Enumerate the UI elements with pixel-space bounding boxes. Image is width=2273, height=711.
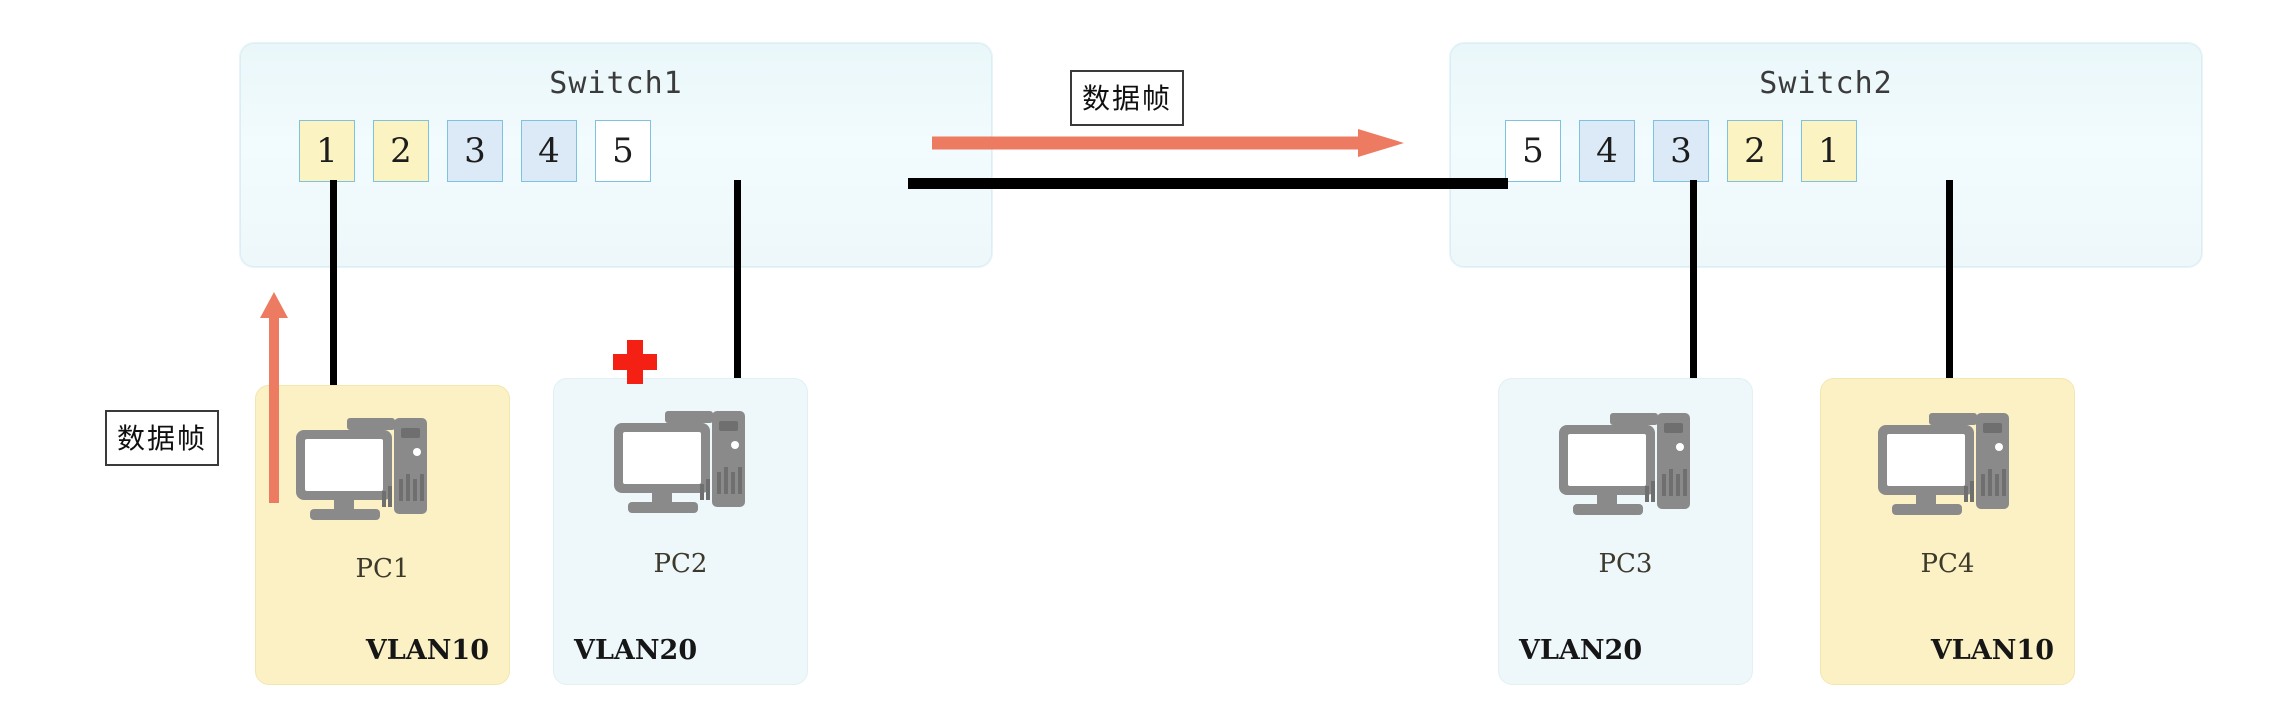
port-switch2-1[interactable]: 1 bbox=[1801, 120, 1857, 182]
port-switch1-3[interactable]: 3 bbox=[447, 120, 503, 182]
blocked-cross-icon bbox=[613, 340, 657, 384]
port-switch1-1[interactable]: 1 bbox=[299, 120, 355, 182]
switch-box-switch2[interactable]: Switch2 5 4 3 2 1 bbox=[1450, 43, 2202, 267]
switch-title-switch1: Switch1 bbox=[549, 66, 683, 101]
host-box-pc2[interactable]: PC2 VLAN20 bbox=[553, 378, 808, 685]
host-box-pc3[interactable]: PC3 VLAN20 bbox=[1498, 378, 1753, 685]
host-box-pc4[interactable]: PC4 VLAN10 bbox=[1820, 378, 2075, 685]
computer-icon-pc2 bbox=[614, 411, 745, 513]
computer-icon-pc4 bbox=[1878, 413, 2009, 515]
port-switch1-5[interactable]: 5 bbox=[595, 120, 651, 182]
port-switch2-2[interactable]: 2 bbox=[1727, 120, 1783, 182]
port-switch1-2[interactable]: 2 bbox=[373, 120, 429, 182]
note-data-frame-left: 数据帧 bbox=[105, 410, 220, 466]
vlan-label-pc2: VLAN20 bbox=[574, 635, 698, 666]
vlan-label-pc4: VLAN10 bbox=[1930, 635, 2054, 666]
vlan-label-pc1: VLAN10 bbox=[365, 635, 489, 666]
host-box-pc1-body[interactable]: PC1 VLAN10 bbox=[255, 385, 510, 685]
host-label-pc1: PC1 bbox=[355, 554, 410, 584]
data-frame-arrow-right bbox=[932, 129, 1404, 157]
link-switch1-port4-to-pc2 bbox=[734, 180, 741, 420]
port-switch1-4[interactable]: 4 bbox=[521, 120, 577, 182]
note-data-frame-top: 数据帧 bbox=[1070, 70, 1185, 126]
port-row-switch1: 1 2 3 4 5 bbox=[299, 120, 651, 182]
link-switch1-port1-to-pc1 bbox=[330, 180, 337, 430]
computer-icon-pc1 bbox=[296, 418, 427, 520]
link-switch2-port2-to-pc4 bbox=[1946, 180, 1953, 430]
host-label-pc4: PC4 bbox=[1920, 549, 1975, 579]
switch-title-switch2: Switch2 bbox=[1759, 66, 1893, 101]
port-switch2-3[interactable]: 3 bbox=[1653, 120, 1709, 182]
vlan-label-pc3: VLAN20 bbox=[1519, 635, 1643, 666]
port-row-switch2: 5 4 3 2 1 bbox=[1505, 120, 1857, 182]
host-label-pc3: PC3 bbox=[1598, 549, 1653, 579]
data-frame-arrow-up bbox=[260, 292, 288, 503]
port-switch2-4[interactable]: 4 bbox=[1579, 120, 1635, 182]
host-label-pc2: PC2 bbox=[653, 549, 708, 579]
link-switch2-port4-to-pc3 bbox=[1690, 180, 1697, 430]
computer-icon-pc3 bbox=[1559, 413, 1690, 515]
switch-box-switch1[interactable]: Switch1 1 2 3 4 5 bbox=[240, 43, 992, 267]
port-switch2-5[interactable]: 5 bbox=[1505, 120, 1561, 182]
trunk-link-switch1-switch2 bbox=[908, 178, 1508, 189]
